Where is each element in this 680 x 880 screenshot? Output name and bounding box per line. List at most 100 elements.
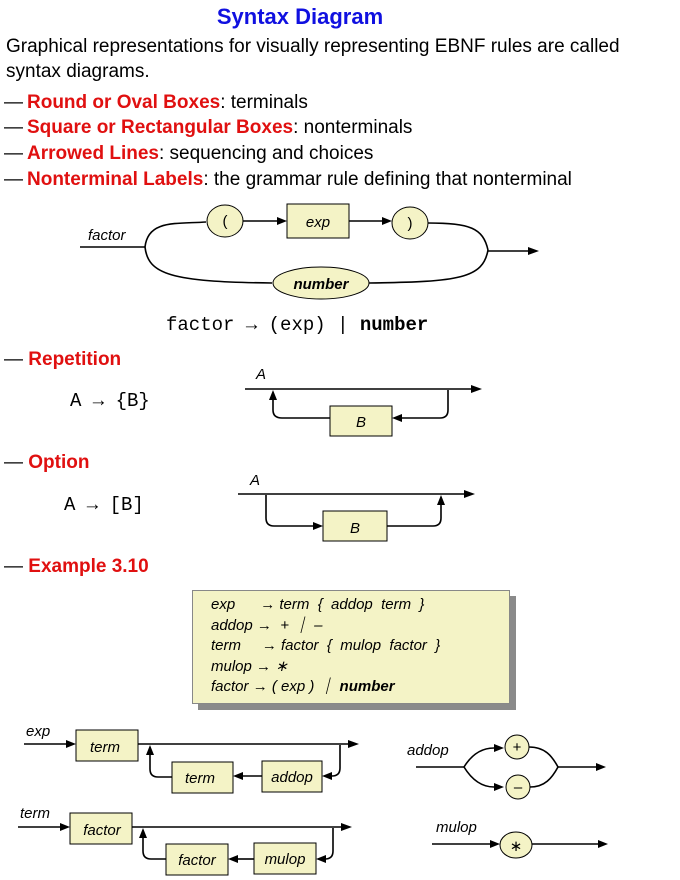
- option-a-label: A: [249, 472, 260, 489]
- factor-label: factor: [88, 227, 127, 244]
- plus-text: +: [513, 739, 522, 756]
- addop-upper-branch: [463, 747, 495, 768]
- bullet-dash: —: [4, 143, 23, 164]
- arrow-head: [490, 840, 500, 848]
- option-b-box: [322, 510, 388, 542]
- section-dash: —: [4, 556, 23, 577]
- addop-lower-branch: [463, 766, 495, 788]
- grammar-row: factor → ( exp ) ⏐ number: [211, 677, 509, 698]
- grammar-pad: [241, 637, 262, 654]
- arrow-head: [494, 783, 504, 791]
- arrow-head: [471, 385, 482, 393]
- intro-text: Graphical representations for visually r…: [6, 36, 620, 82]
- exp-term2-text: term: [185, 770, 215, 787]
- term-factor2-text: factor: [178, 852, 217, 869]
- rparen-text: ): [408, 215, 413, 232]
- addop-syntax-diagram: addop + –: [407, 734, 606, 800]
- bullet-term: Round or Oval Boxes: [27, 92, 221, 113]
- arrow-head: [322, 772, 332, 780]
- arrow-head: [146, 745, 154, 755]
- repetition-loop-left: [272, 400, 330, 419]
- factor-upper-branch: [144, 221, 207, 248]
- mulop-syntax-diagram: mulop ∗: [432, 819, 608, 859]
- page-title: Syntax Diagram: [216, 4, 384, 29]
- option-syntax-diagram: A B: [238, 472, 475, 542]
- grammar-rhs: factor { mulop factor }: [276, 637, 441, 654]
- grammar-row: exp → term { addop term }: [211, 595, 509, 616]
- minus-text: –: [514, 779, 523, 796]
- star-terminal: [499, 831, 533, 859]
- term-mulop-text: mulop: [265, 851, 306, 868]
- grammar-pad: [235, 596, 260, 613]
- arrow-head: [348, 740, 359, 748]
- grammar-lhs: term: [211, 637, 241, 654]
- grammar-lhs: factor: [211, 678, 249, 695]
- exp-loop-left: [149, 755, 172, 778]
- section-title: Example 3.10: [28, 556, 149, 577]
- arrow-head: [598, 840, 608, 848]
- star-text: ∗: [510, 838, 523, 855]
- arrow-head: [494, 744, 504, 752]
- option-branch-left: [265, 495, 313, 527]
- rule-bar: |: [337, 314, 349, 336]
- grammar-arrow: →: [256, 657, 272, 675]
- arrow-head: [269, 390, 277, 400]
- factor-syntax-diagram: factor ( exp ) number: [80, 203, 539, 300]
- arrow-head: [316, 855, 326, 863]
- exp-addop-text: addop: [271, 769, 313, 786]
- term-label: term: [20, 805, 50, 822]
- lparen-text: (: [223, 213, 228, 230]
- number-text: number: [293, 276, 349, 293]
- exp-term-box: [75, 729, 139, 762]
- arrow-head: [528, 247, 539, 255]
- grammar-arrow: →: [260, 596, 276, 613]
- option-b-text: B: [350, 520, 360, 537]
- repetition-a-label: A: [255, 366, 266, 383]
- exp-loop-right: [331, 745, 341, 777]
- arrow-head: [277, 217, 287, 225]
- bullet-desc: : terminals: [220, 92, 308, 113]
- bullet-terminals: —Round or Oval Boxes: terminals: [4, 92, 308, 114]
- addop-label: addop: [407, 742, 449, 759]
- grammar-row: mulop → ∗: [211, 657, 509, 678]
- bullet-term: Nonterminal Labels: [27, 169, 204, 190]
- bullet-dash: —: [4, 117, 23, 138]
- rule-number: number: [359, 314, 429, 336]
- arrow-head: [228, 855, 238, 863]
- arrow-head: [437, 495, 445, 505]
- repetition-b-box: [329, 405, 393, 437]
- bullet-term: Arrowed Lines: [27, 143, 159, 164]
- grammar-rhs: ∗: [271, 657, 288, 675]
- grammar-lhs: exp: [211, 596, 236, 613]
- bullet-term: Square or Rectangular Boxes: [27, 117, 294, 138]
- repetition-loop-right: [401, 390, 449, 419]
- exp-syntax-diagram: exp term addop term: [24, 723, 359, 794]
- grammar-bold: number: [339, 678, 395, 695]
- arrow-head: [66, 740, 76, 748]
- rule-body: (exp): [268, 314, 326, 336]
- arrow-head: [60, 823, 70, 831]
- option-rule: A → [B]: [64, 494, 144, 516]
- arrow-head: [392, 414, 402, 422]
- grammar-arrow: →: [261, 637, 277, 654]
- exp-text: exp: [306, 214, 330, 231]
- bullet-dash: —: [4, 92, 23, 113]
- term-factor-text: factor: [83, 822, 122, 839]
- arrow-head: [596, 763, 606, 771]
- exp-nonterminal: [286, 203, 350, 239]
- term-loop-right: [324, 828, 334, 860]
- term-loop-left: [142, 838, 166, 860]
- bullet-desc: : sequencing and choices: [158, 143, 374, 164]
- arrow-head: [341, 823, 352, 831]
- section-dash: —: [4, 452, 23, 473]
- arrow-head: [382, 217, 392, 225]
- option-heading: — Option: [4, 452, 89, 474]
- addop-upper-join: [528, 746, 559, 768]
- grammar-rhs: term { addop term }: [275, 596, 425, 613]
- term-syntax-diagram: term factor mulop factor: [18, 805, 352, 876]
- grammar-box: exp → term { addop term } addop → + ⏐ – …: [192, 590, 510, 704]
- exp-label: exp: [26, 723, 50, 740]
- term-factor2-box: [165, 843, 229, 876]
- grammar-lhs: addop: [211, 616, 253, 634]
- option-branch-right: [387, 505, 442, 527]
